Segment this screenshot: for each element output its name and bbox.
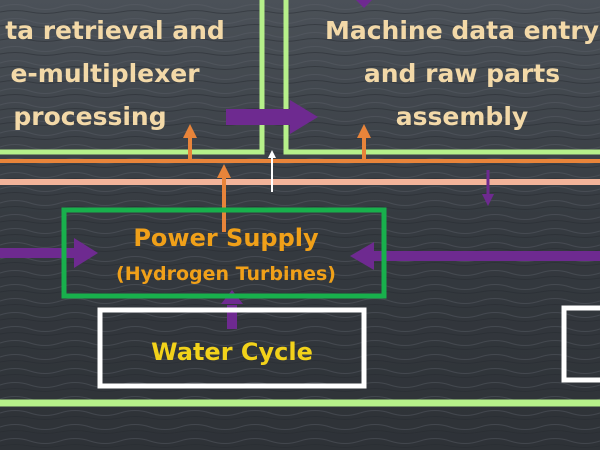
- purple-arrow-left-shaft: [0, 248, 78, 258]
- orange-arrow-left-head: [183, 124, 197, 138]
- power-supply-box: [61, 207, 387, 299]
- retrieval-label-line-3: processing: [13, 102, 166, 131]
- machine-data-box: [283, 0, 600, 155]
- purple-arrow-left-head: [74, 238, 98, 268]
- retrieval-label-line-2: e-multiplexer: [10, 59, 200, 88]
- water-cycle-label: Water Cycle: [151, 338, 313, 366]
- purple-arrow-top-shaft: [226, 109, 292, 125]
- purple-arrow-right-head: [350, 242, 374, 270]
- machine-label-line-3: assembly: [396, 102, 528, 131]
- retrieval-box: [0, 0, 265, 155]
- white-link-head: [268, 150, 276, 158]
- water-cycle-box: [97, 307, 367, 389]
- machine-label-line-1: Machine data entry: [325, 16, 599, 45]
- power-supply-title: Power Supply: [133, 224, 319, 252]
- purple-arrow-top-head: [290, 100, 318, 134]
- purple-arrow-topright-head: [356, 0, 372, 8]
- retrieval-label-line-1: ta retrieval and: [5, 16, 225, 45]
- machine-label-line-2: and raw parts: [364, 59, 560, 88]
- purple-arrow-right-shaft: [368, 251, 600, 261]
- power-to-bus-head: [217, 164, 231, 178]
- purple-arrow-water-shaft: [227, 305, 237, 329]
- partial-right-box: [561, 305, 600, 383]
- purple-arrow-down-head: [482, 194, 494, 206]
- power-supply-subtitle: (Hydrogen Turbines): [116, 263, 336, 285]
- orange-arrow-right-head: [357, 124, 371, 138]
